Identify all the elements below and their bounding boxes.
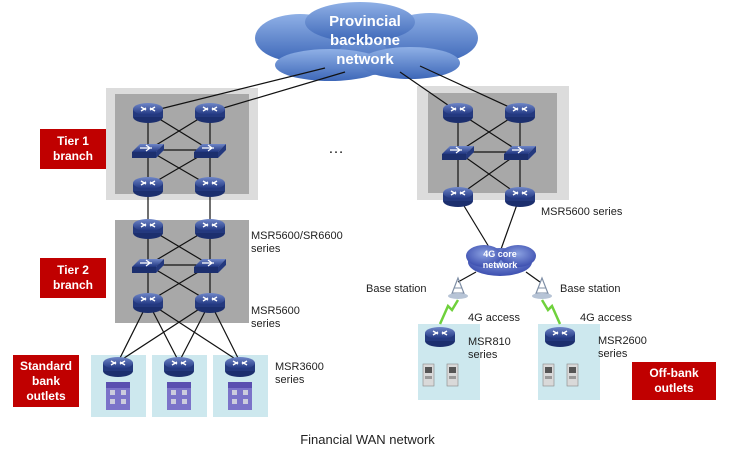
offbank-line-2: outlets <box>654 381 694 395</box>
router-icon <box>504 186 536 208</box>
diagram-caption: Financial WAN network <box>300 432 435 447</box>
msr810-line-1: MSR810 <box>468 336 511 348</box>
standard-line-3: outlets <box>26 388 66 403</box>
ellipsis: … <box>328 140 344 157</box>
msr5600-line-1: MSR5600 <box>251 305 300 317</box>
offbank-line-1: Off-bank <box>649 366 699 380</box>
msr5600-right-label: MSR5600 series <box>541 206 623 218</box>
msr5600-line-2: series <box>251 318 281 330</box>
router-icon <box>442 102 474 124</box>
4g-access-right-label: 4G access <box>580 312 632 324</box>
router-icon <box>194 176 226 198</box>
router-icon <box>132 102 164 124</box>
backbone-cloud-label: Provincial backbone network <box>300 12 430 69</box>
router-icon <box>132 218 164 240</box>
base-station-right-label: Base station <box>560 283 621 295</box>
msr810-line-2: series <box>468 349 498 361</box>
msr2600-label: MSR2600 series <box>598 335 647 361</box>
tier2-line-2: branch <box>52 278 93 292</box>
atm-icon <box>566 363 579 387</box>
router-icon <box>163 356 195 378</box>
base-station-left-label: Base station <box>366 283 427 295</box>
msr5600-label: MSR5600 series <box>251 305 300 331</box>
4g-link-right <box>540 299 562 325</box>
building-icon <box>106 382 130 410</box>
4g-link-left <box>438 299 460 325</box>
msr2600-line-1: MSR2600 <box>598 335 647 347</box>
msr2600-line-2: series <box>598 348 628 360</box>
backbone-line-1: Provincial <box>329 13 401 30</box>
router-icon <box>102 356 134 378</box>
msr3600-label: MSR3600 series <box>275 361 324 387</box>
atm-icon <box>422 363 435 387</box>
router-icon <box>442 186 474 208</box>
tier1-line-2: branch <box>52 149 93 163</box>
router-icon <box>424 326 456 348</box>
router-icon <box>224 356 256 378</box>
4g-core-line-2: network <box>482 260 518 270</box>
4g-core-line-1: 4G core <box>483 249 517 259</box>
msr3600-line-1: MSR3600 <box>275 361 324 373</box>
4g-core-label: 4G core network <box>470 249 530 271</box>
tier1-line-1: Tier 1 <box>57 134 89 148</box>
msr5600-sr6600-line-1: MSR5600/SR6600 <box>251 230 343 242</box>
base-station-icon <box>447 277 469 300</box>
4g-core-cloud <box>466 245 536 276</box>
msr3600-line-2: series <box>275 374 305 386</box>
msr810-label: MSR810 series <box>468 336 511 362</box>
router-icon <box>194 102 226 124</box>
msr5600-sr6600-line-2: series <box>251 243 281 255</box>
standard-line-2: bank <box>31 373 60 388</box>
standard-line-1: Standard <box>19 358 72 373</box>
4g-access-left-label: 4G access <box>468 312 520 324</box>
msr5600-sr6600-label: MSR5600/SR6600 series <box>251 230 343 256</box>
building-icon <box>167 382 191 410</box>
atm-icon <box>446 363 459 387</box>
building-icon <box>228 382 252 410</box>
backbone-line-3: network <box>336 51 394 68</box>
atm-icon <box>542 363 555 387</box>
router-icon <box>132 292 164 314</box>
backbone-cloud <box>255 2 478 81</box>
router-icon <box>544 326 576 348</box>
router-icon <box>194 292 226 314</box>
tier2-line-1: Tier 2 <box>57 263 89 277</box>
base-station-icon <box>531 277 553 300</box>
router-icon <box>194 218 226 240</box>
router-icon <box>504 102 536 124</box>
backbone-line-2: backbone <box>329 32 401 49</box>
router-icon <box>132 176 164 198</box>
